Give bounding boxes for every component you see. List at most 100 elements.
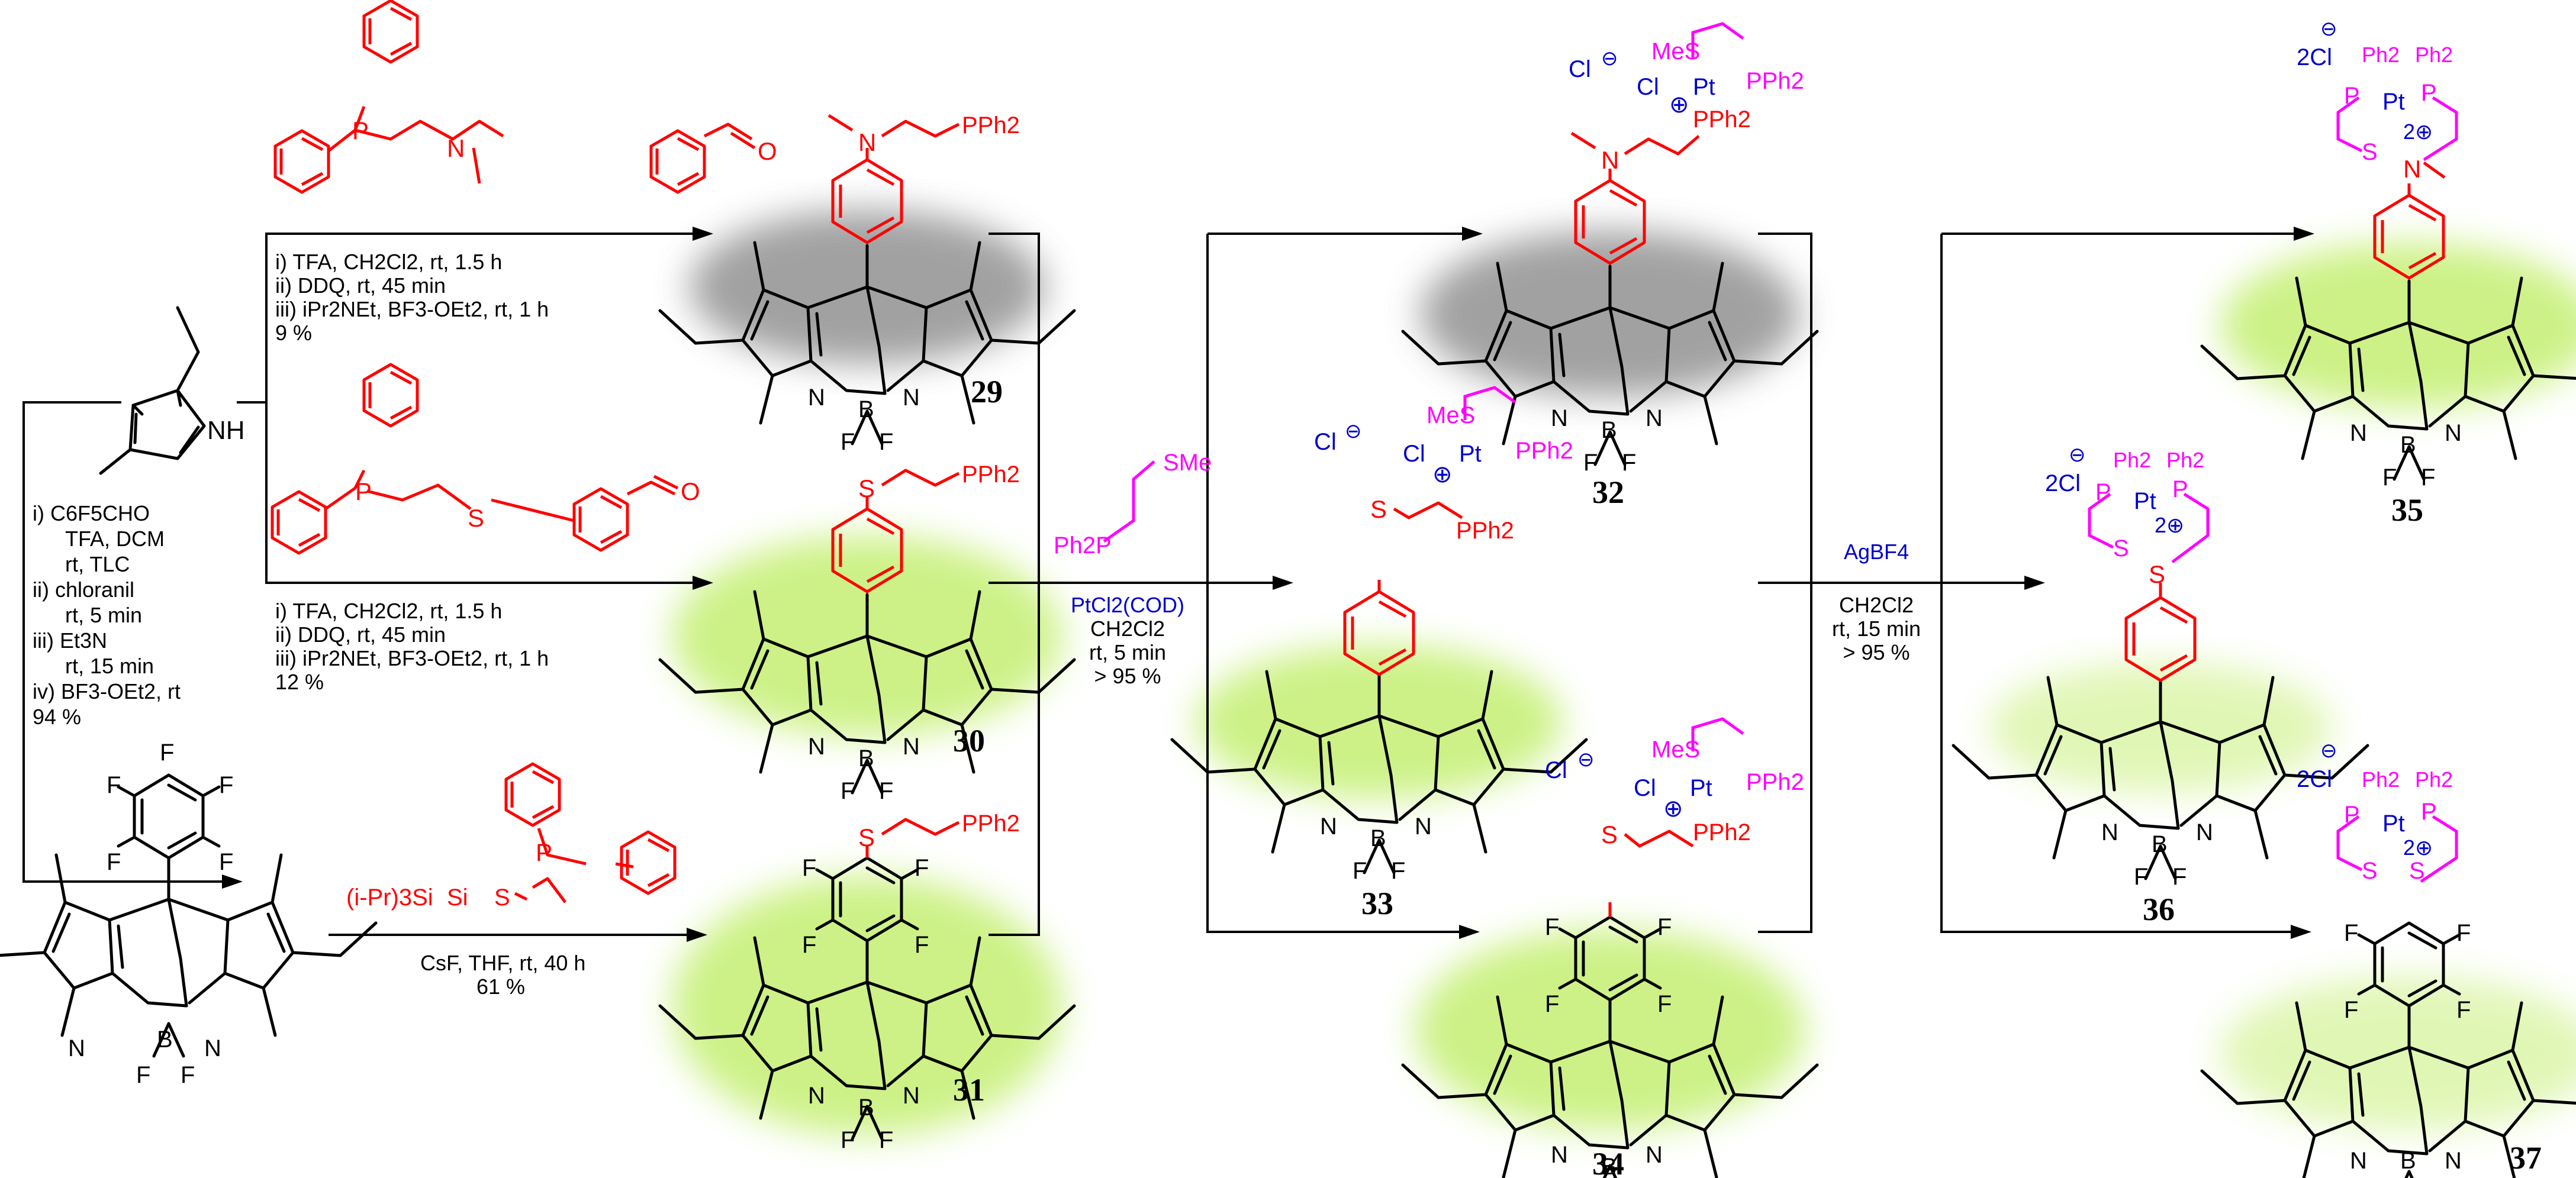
svg-text:N: N	[2101, 819, 2118, 845]
svg-text:N: N	[1601, 146, 1619, 174]
svg-text:iii) iPr2NEt, BF3-OEt2, rt, 1: iii) iPr2NEt, BF3-OEt2, rt, 1 h	[275, 646, 549, 670]
label-30: 30	[953, 723, 985, 759]
svg-text:S: S	[858, 475, 875, 502]
svg-text:⊖: ⊖	[2069, 444, 2086, 466]
svg-text:⊖: ⊖	[1345, 420, 1362, 443]
svg-text:F: F	[2172, 864, 2187, 890]
svg-text:N: N	[2196, 819, 2213, 845]
svg-text:N: N	[2403, 155, 2421, 183]
svg-text:S: S	[494, 885, 510, 911]
svg-text:MeS: MeS	[1651, 737, 1700, 763]
svg-text:F: F	[879, 429, 893, 455]
svg-text:PPh2: PPh2	[1693, 819, 1751, 845]
conditions-bottom: CsF, THF, rt, 40 h 61 %	[420, 951, 585, 999]
svg-text:O: O	[758, 137, 777, 165]
svg-text:F: F	[107, 849, 121, 875]
conditions-pt: PtCl2(COD) CH2Cl2 rt, 5 min > 95 %	[1071, 593, 1184, 688]
label-32: 32	[1592, 475, 1624, 510]
svg-text:⊖: ⊖	[1601, 47, 1618, 70]
svg-text:B: B	[1601, 417, 1617, 443]
svg-text:PPh2: PPh2	[1693, 106, 1751, 133]
svg-text:94 %: 94 %	[33, 705, 81, 729]
svg-text:F: F	[2382, 464, 2397, 490]
svg-text:F: F	[219, 849, 233, 875]
svg-text:Pt: Pt	[1693, 74, 1715, 100]
svg-text:N: N	[808, 734, 825, 760]
svg-text:F: F	[1583, 450, 1598, 476]
svg-text:N: N	[2350, 1148, 2367, 1174]
svg-text:N: N	[68, 1035, 85, 1061]
svg-text:CsF, THF, rt, 40 h: CsF, THF, rt, 40 h	[420, 951, 585, 975]
svg-text:ii) chloranil: ii) chloranil	[33, 577, 134, 602]
svg-text:⊕: ⊕	[1432, 461, 1453, 488]
svg-text:F: F	[2344, 997, 2358, 1023]
svg-text:⊕: ⊕	[1663, 796, 1683, 822]
label-34: 34	[1592, 1146, 1624, 1178]
svg-text:F: F	[136, 1062, 150, 1088]
svg-text:2Cl: 2Cl	[2297, 766, 2332, 792]
reagent-silyl-phosphine: P (i-Pr)3Si Si S	[346, 764, 675, 911]
svg-text:N: N	[1415, 814, 1432, 840]
svg-text:N: N	[2445, 1148, 2462, 1174]
svg-text:F: F	[107, 772, 121, 798]
svg-text:2Cl: 2Cl	[2045, 470, 2081, 496]
svg-text:S: S	[2149, 560, 2165, 588]
svg-text:Cl: Cl	[1403, 441, 1425, 467]
svg-text:F: F	[915, 855, 929, 881]
svg-text:N: N	[1646, 1142, 1663, 1168]
reagent-aldehyde-amine: P N O	[275, 1, 777, 192]
svg-text:N: N	[2445, 420, 2462, 446]
svg-text:B: B	[858, 396, 874, 422]
svg-text:Ph2: Ph2	[2415, 767, 2453, 792]
svg-text:B: B	[2152, 831, 2168, 857]
svg-text:P: P	[2172, 476, 2188, 502]
svg-text:F: F	[2456, 920, 2471, 946]
svg-text:N: N	[1551, 1142, 1568, 1168]
svg-text:ii) DDQ, rt, 45 min: ii) DDQ, rt, 45 min	[275, 622, 446, 647]
svg-text:S: S	[1370, 495, 1387, 523]
svg-text:F: F	[841, 1127, 855, 1153]
svg-text:MeS: MeS	[1427, 402, 1475, 428]
svg-text:> 95 %: > 95 %	[1843, 640, 1910, 664]
nh-label: NH	[207, 416, 245, 445]
svg-text:Ph2: Ph2	[2113, 448, 2151, 472]
svg-text:iii) iPr2NEt, BF3-OEt2, rt, 1: iii) iPr2NEt, BF3-OEt2, rt, 1 h	[275, 297, 549, 321]
svg-text:61 %: 61 %	[476, 974, 525, 999]
svg-text:F: F	[879, 1127, 893, 1153]
svg-text:Ph2: Ph2	[2415, 43, 2453, 67]
svg-text:iv) BF3-OEt2, rt: iv) BF3-OEt2, rt	[33, 679, 181, 703]
svg-text:P: P	[2421, 799, 2437, 825]
svg-text:iii) Et3N: iii) Et3N	[33, 628, 107, 653]
svg-text:⊕: ⊕	[1669, 92, 1689, 118]
svg-text:F: F	[1657, 991, 1672, 1017]
svg-text:F: F	[1545, 914, 1559, 940]
svg-text:Cl: Cl	[1314, 429, 1337, 455]
svg-text:N: N	[204, 1035, 221, 1061]
svg-text:P: P	[355, 477, 372, 505]
label-29: 29	[971, 374, 1003, 409]
svg-text:F: F	[219, 772, 233, 798]
svg-text:TFA, DCM: TFA, DCM	[65, 527, 165, 551]
svg-text:i) TFA, CH2Cl2, rt, 1.5 h: i) TFA, CH2Cl2, rt, 1.5 h	[275, 599, 502, 623]
pyrrole-start: NH	[99, 306, 245, 475]
svg-text:i) C6F5CHO: i) C6F5CHO	[33, 501, 150, 525]
svg-text:F: F	[160, 740, 174, 766]
reagent-aldehyde-thio: P S O	[272, 364, 700, 553]
svg-text:Cl: Cl	[1637, 74, 1659, 100]
svg-text:PPh2: PPh2	[962, 461, 1020, 488]
conditions-left: i) C6F5CHO TFA, DCM rt, TLC ii) chlorani…	[33, 501, 181, 729]
svg-text:P: P	[2344, 802, 2360, 828]
label-35: 35	[2391, 492, 2423, 528]
svg-text:N: N	[1646, 405, 1663, 431]
svg-text:F: F	[1545, 991, 1559, 1017]
svg-text:B: B	[858, 1095, 874, 1121]
svg-text:rt, 15 min: rt, 15 min	[65, 654, 154, 678]
svg-text:B: B	[157, 1027, 173, 1053]
svg-text:P: P	[352, 117, 369, 144]
svg-text:Ph2P: Ph2P	[1054, 532, 1112, 559]
svg-text:B: B	[1370, 825, 1386, 851]
svg-text:PPh2: PPh2	[962, 811, 1020, 837]
svg-text:N: N	[2350, 420, 2367, 446]
svg-text:Si: Si	[447, 885, 468, 911]
